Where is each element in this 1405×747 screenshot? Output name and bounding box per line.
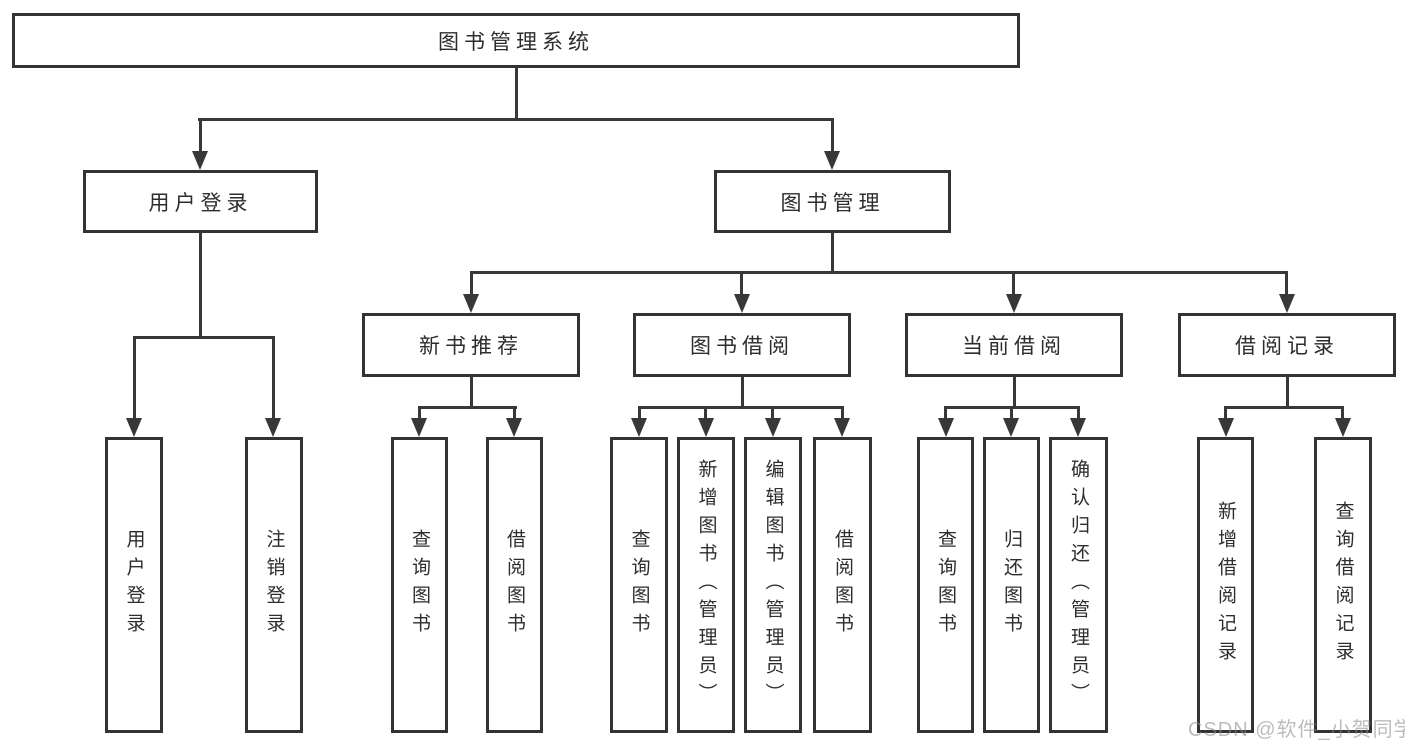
arrow-down-icon bbox=[265, 418, 281, 437]
arrow-down-icon bbox=[734, 294, 750, 313]
node-borrow-books-recommend: 借阅图书 bbox=[486, 437, 543, 733]
node-library-management-system: 图书管理系统 bbox=[12, 13, 1020, 68]
arrow-down-icon bbox=[126, 418, 142, 437]
edge-h bbox=[1224, 406, 1344, 409]
node-user-login-leaf: 用户登录 bbox=[105, 437, 163, 733]
arrow-down-icon bbox=[1335, 418, 1351, 437]
edge-v bbox=[831, 118, 834, 153]
edge-h bbox=[133, 336, 275, 339]
edge-v bbox=[741, 377, 744, 406]
node-add-borrow-record: 新增借阅记录 bbox=[1197, 437, 1254, 733]
node-book-management: 图书管理 bbox=[714, 170, 951, 233]
node-query-books-current: 查询图书 bbox=[917, 437, 974, 733]
edge-v bbox=[1341, 406, 1344, 420]
edge-v bbox=[841, 406, 844, 420]
edge-v bbox=[199, 233, 202, 336]
node-borrow-books-leaf: 借阅图书 bbox=[813, 437, 872, 733]
edge-v bbox=[771, 406, 774, 420]
arrow-down-icon bbox=[824, 151, 840, 170]
edge-v bbox=[1013, 377, 1016, 406]
node-confirm-return-admin: 确认归还（管理员） bbox=[1049, 437, 1108, 733]
arrow-down-icon bbox=[506, 418, 522, 437]
edge-v bbox=[1224, 406, 1227, 420]
node-query-borrow-record: 查询借阅记录 bbox=[1314, 437, 1372, 733]
node-return-books: 归还图书 bbox=[983, 437, 1040, 733]
node-current-borrowing: 当前借阅 bbox=[905, 313, 1123, 377]
edge-v bbox=[470, 271, 473, 295]
arrow-down-icon bbox=[1006, 294, 1022, 313]
arrow-down-icon bbox=[1003, 418, 1019, 437]
edge-v bbox=[1286, 377, 1289, 406]
edge-v bbox=[133, 336, 136, 420]
edge-v bbox=[272, 336, 275, 420]
arrow-down-icon bbox=[411, 418, 427, 437]
node-query-books-borrow: 查询图书 bbox=[610, 437, 668, 733]
edge-v bbox=[1010, 406, 1013, 420]
node-add-book-admin: 新增图书（管理员） bbox=[677, 437, 735, 733]
node-book-borrowing: 图书借阅 bbox=[633, 313, 851, 377]
edge-h bbox=[638, 406, 844, 409]
arrow-down-icon bbox=[938, 418, 954, 437]
arrow-down-icon bbox=[1279, 294, 1295, 313]
edge-h bbox=[470, 271, 1288, 274]
edge-v bbox=[740, 271, 743, 295]
edge-h bbox=[198, 118, 834, 121]
edge-v bbox=[470, 377, 473, 406]
edge-v bbox=[1077, 406, 1080, 420]
node-new-book-recommendation: 新书推荐 bbox=[362, 313, 580, 377]
edge-v bbox=[515, 68, 518, 118]
arrow-down-icon bbox=[192, 151, 208, 170]
edge-v bbox=[199, 118, 202, 153]
arrow-down-icon bbox=[463, 294, 479, 313]
edge-v bbox=[831, 233, 834, 272]
arrow-down-icon bbox=[631, 418, 647, 437]
csdn-watermark: CSDN @软件_小贺同学 bbox=[1188, 719, 1405, 741]
edge-v bbox=[1285, 271, 1288, 295]
node-edit-book-admin: 编辑图书（管理员） bbox=[744, 437, 802, 733]
node-logout: 注销登录 bbox=[245, 437, 303, 733]
arrow-down-icon bbox=[834, 418, 850, 437]
node-borrowing-records: 借阅记录 bbox=[1178, 313, 1396, 377]
edge-v bbox=[513, 406, 516, 420]
arrow-down-icon bbox=[1070, 418, 1086, 437]
arrow-down-icon bbox=[765, 418, 781, 437]
edge-v bbox=[944, 406, 947, 420]
node-query-books-recommend: 查询图书 bbox=[391, 437, 448, 733]
edge-v bbox=[418, 406, 421, 420]
edge-v bbox=[1012, 271, 1015, 295]
edge-v bbox=[704, 406, 707, 420]
edge-v bbox=[638, 406, 641, 420]
edge-h bbox=[418, 406, 517, 409]
arrow-down-icon bbox=[1218, 418, 1234, 437]
arrow-down-icon bbox=[698, 418, 714, 437]
node-user-login: 用户登录 bbox=[83, 170, 318, 233]
